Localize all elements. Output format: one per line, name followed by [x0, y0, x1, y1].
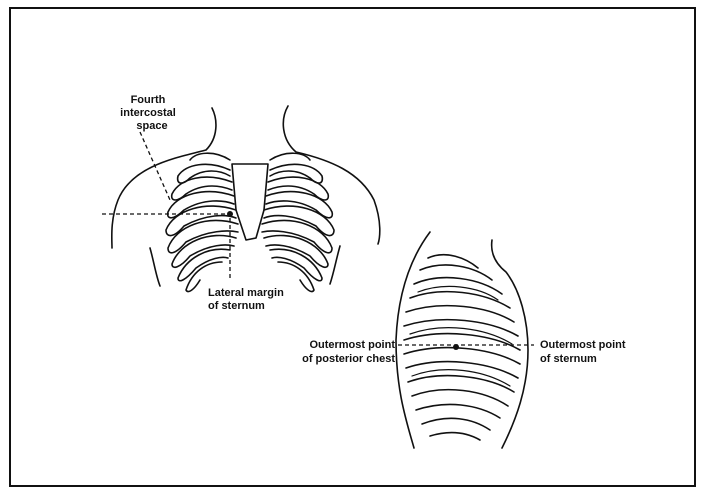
- label-sternum-point: Outermost point of sternum: [540, 339, 626, 365]
- label-lateral-margin-line2: of sternum: [208, 300, 265, 312]
- label-intercostal: intercostal: [120, 107, 176, 119]
- label-posterior-line1: Outermost point: [309, 339, 395, 351]
- sternal-margin-marker: [227, 211, 233, 217]
- label-sternum-line2: of sternum: [540, 353, 597, 365]
- right-ribs: [262, 153, 334, 291]
- label-posterior-line2: of posterior chest: [302, 353, 395, 365]
- left-flank-outline: [150, 248, 160, 286]
- label-lateral-margin: Lateral margin of sternum: [208, 287, 284, 312]
- sternum: [232, 164, 268, 240]
- left-ribs: [166, 153, 238, 291]
- back-outline: [396, 232, 430, 448]
- midpoint-marker: [453, 344, 459, 350]
- right-shoulder-outline: [283, 106, 379, 244]
- label-fourth: Fourth: [131, 94, 166, 106]
- label-fourth-intercostal: Fourth intercostal space: [120, 94, 176, 132]
- label-lateral-margin-line1: Lateral margin: [208, 287, 284, 299]
- label-sternum-line1: Outermost point: [540, 339, 626, 351]
- intercostal-leader: [140, 132, 170, 200]
- label-space: space: [136, 120, 167, 132]
- frontal-chest-view: [102, 106, 380, 292]
- lateral-ribs: [404, 255, 520, 440]
- lateral-chest-view: [396, 232, 534, 448]
- label-posterior-chest: Outermost point of posterior chest: [302, 339, 395, 365]
